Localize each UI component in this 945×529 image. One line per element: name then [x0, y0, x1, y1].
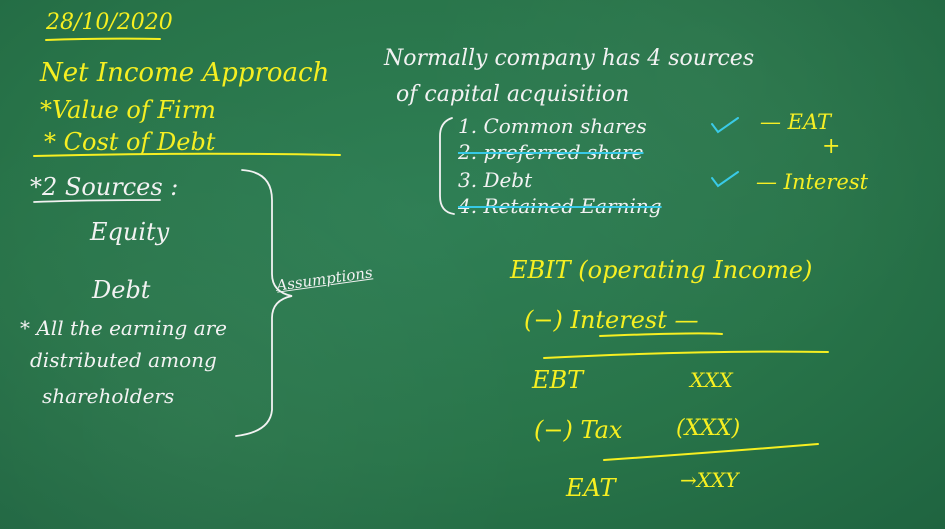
tag-eat: — EAT: [760, 110, 832, 134]
assumptions-bracket: [235, 169, 293, 437]
note-line-2: distributed among: [30, 348, 217, 372]
bullet-value-of-firm: *Value of Firm: [40, 96, 216, 124]
heading-underline: [33, 152, 341, 157]
calc-ebit: EBIT (operating Income): [510, 256, 813, 284]
source-item-debt: 3. Debt: [458, 168, 533, 192]
calc-ebt-value: XXX: [690, 368, 733, 392]
source-item-common-shares: 1. Common shares: [458, 114, 647, 138]
source-equity: Equity: [90, 218, 170, 246]
check-debt-icon: [711, 171, 739, 188]
calc-eat-value: →XXY: [680, 468, 739, 492]
source-item-preferred-share: 2. preferred share: [458, 140, 644, 164]
check-common-shares-icon: [711, 117, 739, 134]
interest-underline: [599, 332, 723, 337]
plus-sign: +: [822, 134, 841, 159]
sources-underline: [33, 199, 161, 203]
source-debt: Debt: [92, 276, 151, 304]
eat-rule: [603, 443, 819, 461]
calc-interest: (−) Interest —: [524, 306, 699, 334]
source-list-bracket: [439, 117, 455, 215]
calc-ebt: EBT: [532, 366, 584, 394]
ebt-rule: [543, 350, 829, 359]
tag-interest: — Interest: [756, 170, 869, 194]
note-line-1: * All the earning are: [20, 316, 228, 340]
intro-line-1: Normally company has 4 sources: [384, 46, 755, 71]
calc-tax-value: (XXX): [676, 416, 741, 441]
source-item-retained-earning: 4. Retained Earning: [458, 194, 662, 218]
date-underline: [45, 37, 161, 41]
calc-eat: EAT: [566, 474, 616, 502]
intro-line-2: of capital acquisition: [396, 82, 630, 107]
sources-heading: *2 Sources :: [30, 173, 179, 201]
date-text: 28/10/2020: [46, 10, 173, 35]
note-line-3: shareholders: [42, 384, 175, 408]
title-net-income-approach: Net Income Approach: [40, 58, 330, 88]
calc-tax: (−) Tax: [534, 416, 623, 444]
bullet-cost-of-debt: * Cost of Debt: [44, 128, 216, 156]
